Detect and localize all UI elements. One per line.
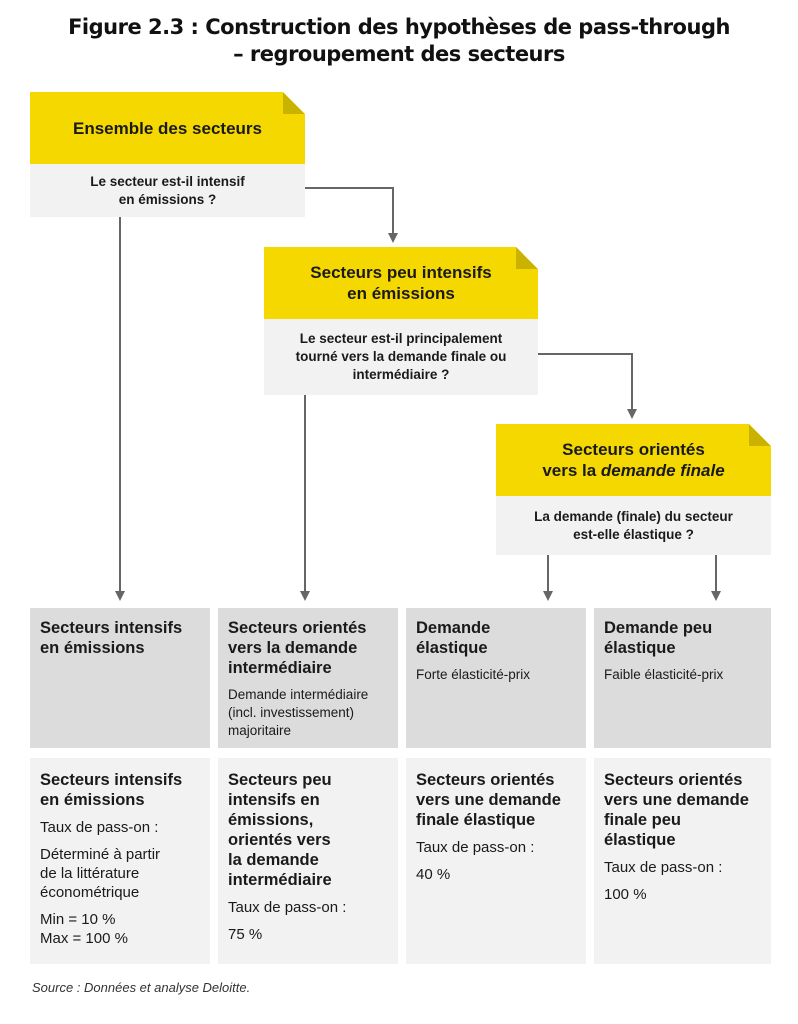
rate-value-line: économétrique [40, 884, 140, 901]
result-title: Secteurs peu intensifs en émissions, ori… [228, 770, 388, 890]
box2-question-line2: tourné vers la demande finale ou [295, 349, 507, 364]
result-rate: Taux de pass-on : 75 % [228, 898, 388, 944]
result-title-line: Secteurs orientés [416, 771, 555, 789]
box-final-demand-heading: Secteurs orientés vers la demande finale [496, 424, 771, 496]
category-sub-line: (incl. investissement) [228, 705, 355, 720]
result-title: Secteurs intensifs en émissions [40, 770, 200, 810]
box3-heading-line1: Secteurs orientés [562, 440, 705, 459]
category-subtitle: Faible élasticité-prix [604, 666, 761, 684]
result-title-line: Secteurs orientés [604, 771, 743, 789]
title-line-2: – regroupement des secteurs [233, 42, 565, 66]
rate-label: Taux de pass-on : [604, 859, 723, 876]
rate-max: Max = 100 % [40, 930, 128, 947]
category-title-line: intermédiaire [228, 659, 332, 677]
category-title: Secteurs orientés vers la demande interm… [228, 618, 388, 678]
result-rate: Taux de pass-on : Déterminé à partir de … [40, 818, 200, 948]
arrow-box1-to-box2 [305, 187, 398, 243]
result-title-line: Secteurs intensifs [40, 771, 183, 789]
rate-value-line: Déterminé à partir [40, 846, 161, 863]
result-title-line: orientés vers [228, 831, 331, 849]
rate-value-line: de la littérature [40, 865, 140, 882]
result-rate: Taux de pass-on : 100 % [604, 858, 761, 904]
rate-label: Taux de pass-on : [228, 899, 347, 916]
rate-value-line: 100 % [604, 886, 647, 903]
category-box-elastic: Demande élastique Forte élasticité-prix [406, 608, 586, 748]
source-note: Source : Données et analyse Deloitte. [32, 980, 251, 995]
rate-value-line: 40 % [416, 866, 451, 883]
category-title-line: élastique [604, 639, 676, 657]
category-subtitle: Forte élasticité-prix [416, 666, 576, 684]
category-box-intensive: Secteurs intensifs en émissions [30, 608, 210, 748]
box1-question-line1: Le secteur est-il intensif [90, 173, 245, 189]
figure-title: Figure 2.3 : Construction des hypothèses… [0, 14, 798, 68]
result-title: Secteurs orientés vers une demande final… [416, 770, 576, 830]
category-sub-line: Faible élasticité-prix [604, 667, 724, 682]
category-box-inelastic: Demande peu élastique Faible élasticité-… [594, 608, 771, 748]
category-sub-line: majoritaire [228, 723, 292, 738]
box1-heading: Ensemble des secteurs [73, 118, 262, 138]
box-final-demand-question: La demande (finale) du secteur est-elle … [496, 496, 771, 555]
result-title-line: finale élastique [416, 811, 536, 829]
box3-heading-line2: vers la demande finale [542, 460, 724, 481]
category-sub-line: Demande intermédiaire [228, 687, 369, 702]
box3-question-line1: La demande (finale) du secteur [534, 508, 733, 524]
category-box-intermediate: Secteurs orientés vers la demande interm… [218, 608, 398, 748]
category-title-line: vers la demande [228, 639, 358, 657]
result-box-inelastic: Secteurs orientés vers une demande final… [594, 758, 771, 964]
category-title-line: Demande peu [604, 619, 713, 637]
result-title-line: vers une demande [416, 791, 561, 809]
category-sub-line: Forte élasticité-prix [416, 667, 531, 682]
result-title-line: intermédiaire [228, 871, 332, 889]
box1-question-line2: en émissions ? [118, 191, 217, 207]
result-title-line: en émissions [40, 791, 145, 809]
result-box-intermediate: Secteurs peu intensifs en émissions, ori… [218, 758, 398, 964]
category-title: Demande peu élastique [604, 618, 761, 658]
rate-label: Taux de pass-on : [40, 819, 159, 836]
result-title-line: intensifs en [228, 791, 320, 809]
result-title-line: la demande [228, 851, 319, 869]
box2-question-line1: Le secteur est-il principalement [299, 331, 503, 346]
box2-heading-line2: en émissions [347, 284, 455, 303]
box3-question-line2: est-elle élastique ? [573, 526, 694, 542]
box-all-sectors-question: Le secteur est-il intensif en émissions … [30, 164, 305, 217]
category-title: Secteurs intensifs en émissions [40, 618, 200, 658]
arrow-box2-to-box3 [538, 353, 637, 419]
title-line-1: Figure 2.3 : Construction des hypothèses… [68, 15, 730, 39]
box-all-sectors-heading: Ensemble des secteurs [30, 92, 305, 164]
result-title-line: vers une demande [604, 791, 749, 809]
result-box-intensive: Secteurs intensifs en émissions Taux de … [30, 758, 210, 964]
category-title-line: Secteurs orientés [228, 619, 367, 637]
category-title-line: Demande [416, 619, 491, 637]
rate-label: Taux de pass-on : [416, 839, 535, 856]
box2-heading-line1: Secteurs peu intensifs [310, 263, 492, 282]
result-title-line: émissions, [228, 811, 314, 829]
result-title: Secteurs orientés vers une demande final… [604, 770, 761, 850]
box3-heading-line2-italic: demande finale [600, 461, 725, 480]
result-title-line: élastique [604, 831, 676, 849]
category-title-line: élastique [416, 639, 488, 657]
box2-question-line3: intermédiaire ? [352, 367, 450, 382]
box-low-intensity-heading: Secteurs peu intensifs en émissions [264, 247, 538, 319]
box-low-intensity-question: Le secteur est-il principalement tourné … [264, 319, 538, 395]
category-subtitle: Demande intermédiaire (incl. investissem… [228, 686, 388, 740]
rate-value-line: 75 % [228, 926, 263, 943]
category-title: Demande élastique [416, 618, 576, 658]
result-title-line: finale peu [604, 811, 682, 829]
result-rate: Taux de pass-on : 40 % [416, 838, 576, 884]
box3-heading-line2-prefix: vers la [542, 461, 601, 480]
result-title-line: Secteurs peu [228, 771, 332, 789]
rate-min: Min = 10 % [40, 911, 116, 928]
result-box-elastic: Secteurs orientés vers une demande final… [406, 758, 586, 964]
category-title-line: Secteurs intensifs [40, 619, 183, 637]
category-title-line: en émissions [40, 639, 145, 657]
